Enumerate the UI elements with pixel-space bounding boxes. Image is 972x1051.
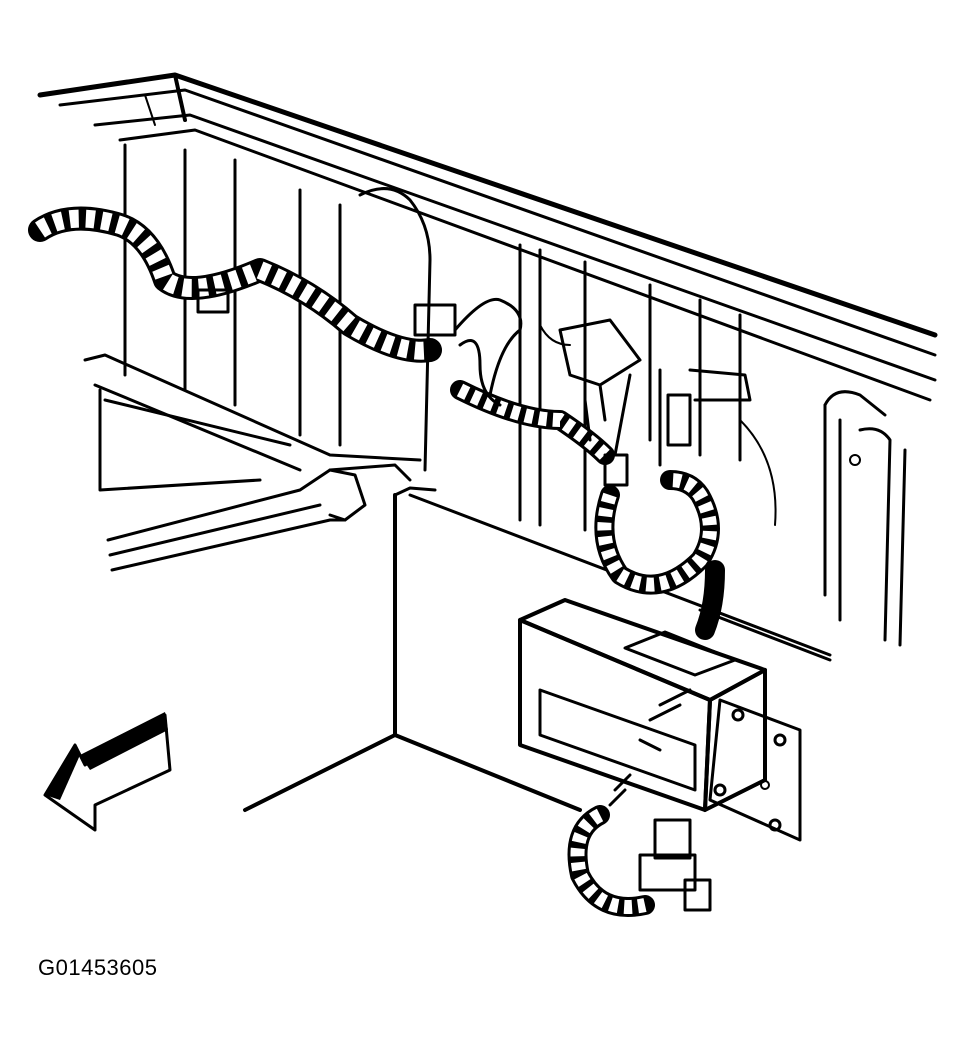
upper-frame-rail: [37, 72, 938, 402]
direction-arrow-icon: [43, 712, 172, 832]
figure-id-label: G01453605: [38, 955, 158, 980]
left-floor-sill: [83, 353, 422, 572]
control-module: [518, 598, 802, 912]
wiring-harness: [28, 206, 725, 917]
right-pillar: [823, 390, 907, 647]
front-cavity: [243, 486, 832, 812]
wall-connectors: [196, 288, 752, 487]
